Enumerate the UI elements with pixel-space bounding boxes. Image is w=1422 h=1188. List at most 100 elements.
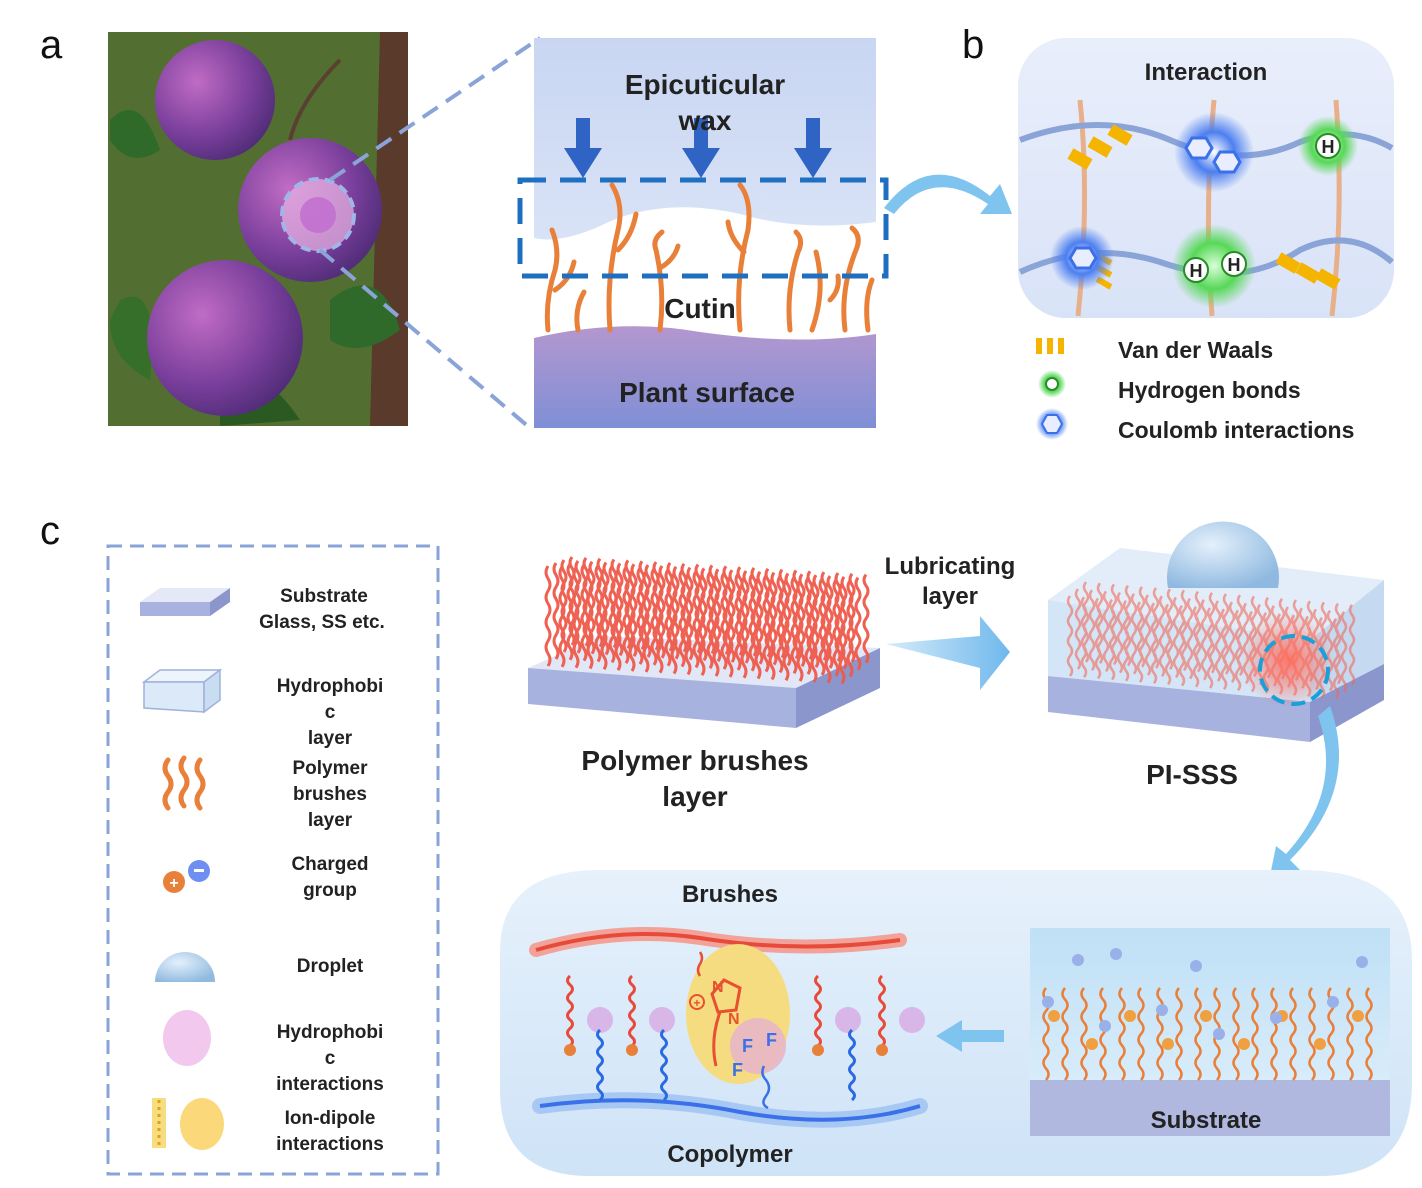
legend-label-vdw: Van der Waals — [1118, 337, 1273, 363]
positive-charge — [626, 1044, 638, 1056]
brush-strand — [1334, 602, 1342, 685]
brush-strand — [722, 565, 730, 656]
brush-strand — [638, 560, 646, 651]
brush-strand — [1228, 601, 1236, 683]
legend-substrate-line1: Substrate — [280, 586, 368, 607]
hydrophobic-spot — [899, 1007, 925, 1033]
substrate-brushes — [1042, 948, 1373, 1081]
brush-strand — [878, 974, 886, 1048]
brush-strand — [652, 561, 660, 651]
hydrophobic-spot — [587, 1007, 613, 1033]
brush-strand — [628, 974, 636, 1048]
legend-substrate-line2: Glass, SS etc. — [259, 612, 385, 633]
interaction-panel: Interaction — [1018, 38, 1394, 318]
brush-strand — [588, 560, 596, 655]
brushes-caption-line2: layer — [662, 781, 727, 812]
interaction-title: Interaction — [1145, 59, 1268, 86]
detail-substrate-label: Substrate — [1151, 1107, 1262, 1134]
brush-strand — [1340, 611, 1348, 693]
legend-hydrophobic-line1: Hydrophobi — [277, 676, 384, 697]
hydrophobic-spot — [649, 1007, 675, 1033]
brush-strand — [826, 575, 834, 669]
brush-strand — [544, 565, 552, 667]
plum-top — [155, 40, 275, 160]
negative-charge — [1327, 996, 1339, 1008]
brush-strand — [1158, 595, 1166, 677]
brush-strand — [764, 567, 772, 658]
brush-strand — [1118, 987, 1126, 1081]
legend-hinter-line3: interactions — [276, 1074, 384, 1095]
brush-strand — [1289, 987, 1297, 1081]
nitrogen-label: N — [728, 1011, 740, 1028]
brush-strand — [1175, 987, 1183, 1081]
positive-charge — [1086, 1038, 1098, 1050]
droplet-icon — [155, 952, 215, 982]
interface-dashed-box — [517, 177, 889, 279]
brush-strand — [1099, 987, 1107, 1081]
substrate-slab-icon — [140, 588, 230, 616]
substrate-detail: Substrate — [1030, 928, 1390, 1136]
positive-charge — [1048, 1010, 1060, 1022]
brush-strand — [1156, 987, 1164, 1081]
brush-strand — [798, 573, 806, 668]
brush-strand — [630, 563, 638, 658]
brush-strand — [1066, 595, 1074, 677]
brush-strand — [806, 570, 814, 661]
zoom-line-top — [328, 36, 542, 182]
hydrophobic-spot — [835, 1007, 861, 1033]
brush-strand — [1251, 987, 1259, 1081]
wax-label-line1: Epicuticular — [625, 69, 785, 100]
pisss-caption: PI-SSS — [1146, 759, 1238, 790]
brush-strand — [1348, 604, 1356, 686]
positive-charge — [1162, 1038, 1174, 1050]
detail-brushes-label: Brushes — [682, 881, 778, 908]
brush-strand — [792, 569, 800, 660]
positive-charge — [1238, 1038, 1250, 1050]
free-anion — [1356, 956, 1368, 968]
brush-strand — [1074, 588, 1082, 670]
brush-strand — [1180, 589, 1188, 672]
brush-strand — [1088, 589, 1096, 671]
brush-strand — [582, 556, 590, 647]
zoom-line-bottom — [318, 248, 532, 430]
arrow-label-line2: layer — [922, 583, 978, 610]
imidazolium-ring — [710, 978, 742, 1014]
brush-strand — [862, 573, 870, 664]
negative-charge — [1156, 1004, 1168, 1016]
brush-strand — [1166, 588, 1174, 670]
fluorine-label: F — [766, 1030, 777, 1050]
brush-strand — [602, 561, 610, 656]
legend-iondipole-line2: interactions — [276, 1134, 384, 1155]
brush-strand — [834, 572, 842, 662]
brush-strand — [742, 570, 750, 664]
brush-strand — [666, 561, 674, 652]
brush-strand — [574, 559, 582, 654]
brush-strand — [812, 574, 820, 668]
positive-charge — [1314, 1038, 1326, 1050]
negative-charge — [1213, 1028, 1225, 1040]
legend-brush-line1: Polymer — [293, 758, 369, 779]
negative-charge — [1270, 1012, 1282, 1024]
legend-brush-line3: layer — [308, 810, 353, 831]
brush-strand — [700, 567, 708, 662]
brush-strand — [1144, 594, 1152, 676]
brush-strand — [1116, 591, 1124, 674]
brush-strand — [848, 1028, 856, 1102]
h-mark: H — [1322, 137, 1335, 157]
right-arrow-icon — [886, 616, 1010, 690]
panel-label-b: b — [962, 23, 984, 67]
brush-strand — [820, 571, 828, 662]
brush-strand — [750, 567, 758, 657]
brush-strand — [610, 558, 618, 649]
legend-iondipole-line1: Ion-dipole — [285, 1108, 376, 1129]
cutin-label: Cutin — [664, 293, 736, 324]
brush-strand — [756, 570, 764, 665]
brush-strand — [1080, 987, 1088, 1081]
brush-strand — [658, 565, 666, 659]
brush-strand — [1172, 596, 1180, 679]
charged-group-icon: + — [163, 860, 210, 893]
fluorine-label: F — [732, 1060, 743, 1080]
brush-strand — [1236, 594, 1244, 676]
zoom-circle — [280, 177, 356, 253]
